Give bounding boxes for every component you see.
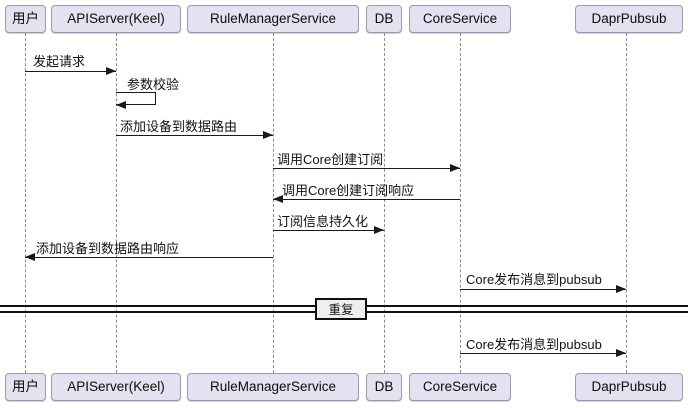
participant-bottom-daprpubsub[interactable]: DaprPubsub [575, 373, 683, 401]
arrowhead-m9 [616, 348, 626, 357]
message-label-m5: 调用Core创建订阅响应 [282, 183, 415, 198]
arrowhead-m1 [106, 66, 116, 75]
arrowhead-m6 [374, 225, 384, 234]
arrowhead-m2 [116, 100, 126, 109]
divider-label-box: 重复 [315, 298, 367, 320]
message-line-m5 [273, 199, 460, 200]
participant-top-coreservice[interactable]: CoreService [409, 5, 511, 33]
participant-top-db[interactable]: DB [366, 5, 402, 33]
message-label-m4: 调用Core创建订阅 [277, 152, 384, 167]
message-line-m7 [25, 257, 273, 258]
message-label-m2: 参数校验 [127, 77, 180, 92]
message-label-m6: 订阅信息持久化 [277, 214, 369, 229]
arrowhead-m3 [263, 130, 273, 139]
message-line-m4 [273, 168, 460, 169]
message-line-m8 [460, 289, 626, 290]
message-line-m9 [460, 353, 626, 354]
participant-top-user[interactable]: 用户 [5, 5, 46, 33]
participant-bottom-coreservice[interactable]: CoreService [409, 373, 511, 401]
lifeline-rulemanager [273, 33, 274, 373]
lifeline-db [384, 33, 385, 373]
message-line-m3 [116, 135, 273, 136]
message-label-m1: 发起请求 [33, 54, 86, 69]
lifeline-coreservice [460, 33, 461, 373]
arrowhead-m4 [450, 163, 460, 172]
participant-bottom-rulemanager[interactable]: RuleManagerService [187, 373, 359, 401]
arrowhead-m7 [25, 252, 35, 261]
message-label-m3: 添加设备到数据路由 [120, 119, 238, 134]
arrowhead-m8 [616, 284, 626, 293]
self-message-m2 [116, 92, 156, 105]
participant-top-rulemanager[interactable]: RuleManagerService [187, 5, 359, 33]
lifeline-daprpubsub [626, 33, 627, 373]
message-line-m6 [273, 230, 384, 231]
arrowhead-m5 [273, 194, 283, 203]
message-label-m8: Core发布消息到pubsub [466, 272, 602, 287]
participant-top-daprpubsub[interactable]: DaprPubsub [575, 5, 683, 33]
participant-bottom-apiserver[interactable]: APIServer(Keel) [51, 373, 181, 401]
participant-bottom-user[interactable]: 用户 [5, 373, 46, 401]
message-label-m7: 添加设备到数据路由响应 [36, 241, 180, 256]
participant-top-apiserver[interactable]: APIServer(Keel) [51, 5, 181, 33]
lifeline-user [25, 33, 26, 373]
lifeline-apiserver [116, 33, 117, 373]
participant-bottom-db[interactable]: DB [366, 373, 402, 401]
message-label-m9: Core发布消息到pubsub [466, 337, 602, 352]
message-line-m1 [25, 71, 116, 72]
